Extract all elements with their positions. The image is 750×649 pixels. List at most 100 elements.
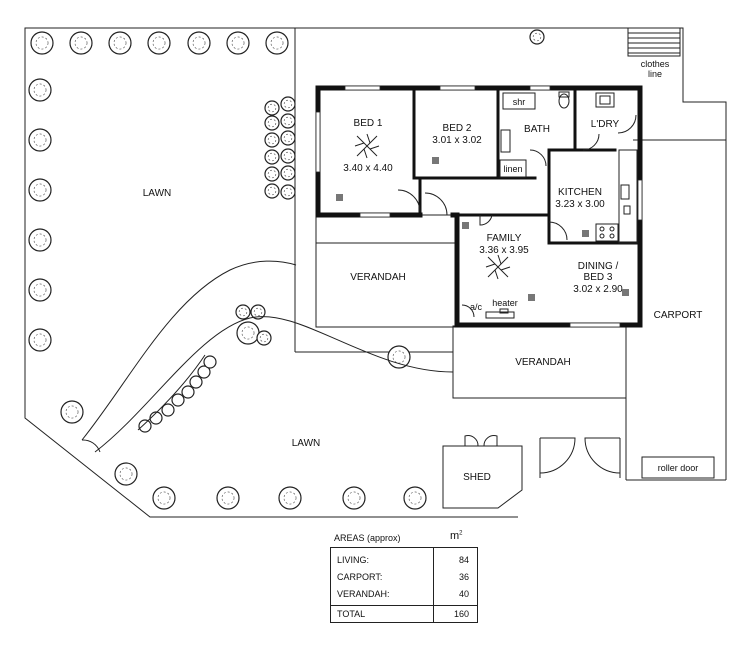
- tree-icon-detail: [267, 118, 277, 128]
- toilet-icon: [558, 93, 570, 109]
- tree-icon-detail: [33, 333, 47, 347]
- tree-icon: [152, 486, 176, 510]
- linen-label: linen: [503, 164, 522, 174]
- light-point-icon: [582, 230, 589, 237]
- tree-icon: [235, 304, 251, 320]
- tree-icon: [264, 100, 280, 116]
- tree-icon-detail: [267, 186, 277, 196]
- carport-label: CARPORT: [654, 310, 703, 321]
- tree-icon-detail: [267, 152, 277, 162]
- tree-icon: [342, 486, 366, 510]
- clothes-line-label-2: line: [648, 69, 662, 79]
- shrub-icon: [149, 411, 163, 425]
- shrub-icon: [171, 393, 185, 407]
- property-boundary-right: [295, 27, 727, 480]
- kitchen-label: KITCHEN: [558, 187, 602, 198]
- tree-icon-detail: [157, 491, 171, 505]
- bed2-size: 3.01 x 3.02: [432, 135, 482, 146]
- laundry-label: L'DRY: [591, 119, 620, 130]
- family-label: FAMILY: [487, 233, 522, 244]
- areas-table: AREAS (approx) m2 LIVING: 84 CARPORT: 36…: [330, 529, 478, 623]
- tree-icon: [256, 330, 272, 346]
- tree-icon: [28, 78, 52, 102]
- gate-icon: [539, 437, 621, 478]
- tree-icon-detail: [33, 83, 47, 97]
- tree-icon: [280, 148, 296, 164]
- clothes-line-icon: [627, 27, 681, 57]
- shrub-icon: [189, 375, 203, 389]
- tree-icon: [280, 113, 296, 129]
- area-value: 36: [458, 572, 469, 582]
- tree-icon-detail: [33, 283, 47, 297]
- tree-icon-detail: [267, 103, 277, 113]
- cooktop-icon: [595, 223, 619, 242]
- tree-icon: [114, 462, 138, 486]
- clothes-line-label: clothes: [641, 59, 670, 69]
- area-name: LIVING:: [337, 555, 370, 565]
- tree-icon: [187, 31, 211, 55]
- area-name: VERANDAH:: [337, 589, 390, 599]
- tree-icon: [28, 178, 52, 202]
- tree-icon: [264, 115, 280, 131]
- area-value: 40: [458, 589, 469, 599]
- tree-icon: [147, 31, 171, 55]
- tree-icon-detail: [253, 307, 263, 317]
- tree-icon: [264, 132, 280, 148]
- tree-icon: [280, 130, 296, 146]
- tree-icon: [278, 486, 302, 510]
- areas-unit: m2: [450, 530, 463, 542]
- tree-icon-detail: [152, 36, 166, 50]
- tree-icon-detail: [238, 307, 248, 317]
- area-row: LIVING: 84: [331, 551, 477, 568]
- shrub-icon: [161, 403, 175, 417]
- vanity: [500, 129, 511, 153]
- tree-icon: [387, 345, 411, 369]
- tree-icon-detail: [33, 133, 47, 147]
- kitchen-bench: [618, 149, 638, 244]
- aircon-label: a/c: [470, 302, 483, 312]
- bed2-label: BED 2: [443, 123, 472, 134]
- tree-icon-detail: [267, 169, 277, 179]
- tree-icon-detail: [283, 133, 293, 143]
- tree-icon-detail: [33, 233, 47, 247]
- area-row: CARPORT: 36: [331, 568, 477, 585]
- side-gate-icon: [81, 439, 101, 453]
- area-value: 84: [458, 555, 469, 565]
- tree-icon: [69, 31, 93, 55]
- shrub-icon: [138, 419, 152, 433]
- light-point-icon: [336, 194, 343, 201]
- tree-group: [28, 29, 545, 510]
- bed1-label: BED 1: [354, 118, 383, 129]
- tree-icon-detail: [283, 491, 297, 505]
- bed1-size: 3.40 x 4.40: [343, 163, 393, 174]
- tree-icon-detail: [283, 187, 293, 197]
- tree-icon-detail: [241, 326, 255, 340]
- shrub-icon: [181, 385, 195, 399]
- tree-icon: [280, 165, 296, 181]
- shower-label: shr: [513, 97, 526, 107]
- area-row: VERANDAH: 40: [331, 585, 477, 602]
- tree-icon: [108, 31, 132, 55]
- bath-label: BATH: [524, 124, 550, 135]
- tree-icon: [28, 328, 52, 352]
- tree-icon: [264, 166, 280, 182]
- shrub-icon: [197, 365, 211, 379]
- areas-box: LIVING: 84 CARPORT: 36 VERANDAH: 40 TOTA…: [330, 547, 478, 623]
- tree-icon-detail: [392, 350, 406, 364]
- area-total-row: TOTAL 160: [331, 605, 477, 622]
- garden-path-inner: [94, 316, 454, 453]
- tree-icon-detail: [221, 491, 235, 505]
- verandah-left: [315, 214, 456, 328]
- heater-label: heater: [492, 298, 518, 308]
- tree-icon: [28, 228, 52, 252]
- tree-icon-detail: [231, 36, 245, 50]
- tree-icon-detail: [74, 36, 88, 50]
- tree-icon: [28, 128, 52, 152]
- light-point-icon: [432, 157, 439, 164]
- area-total-value: 160: [453, 609, 469, 619]
- tree-icon-detail: [113, 36, 127, 50]
- areas-header: AREAS (approx) m2: [330, 529, 478, 547]
- ceiling-fan-icon: [485, 254, 511, 280]
- tree-icon: [264, 149, 280, 165]
